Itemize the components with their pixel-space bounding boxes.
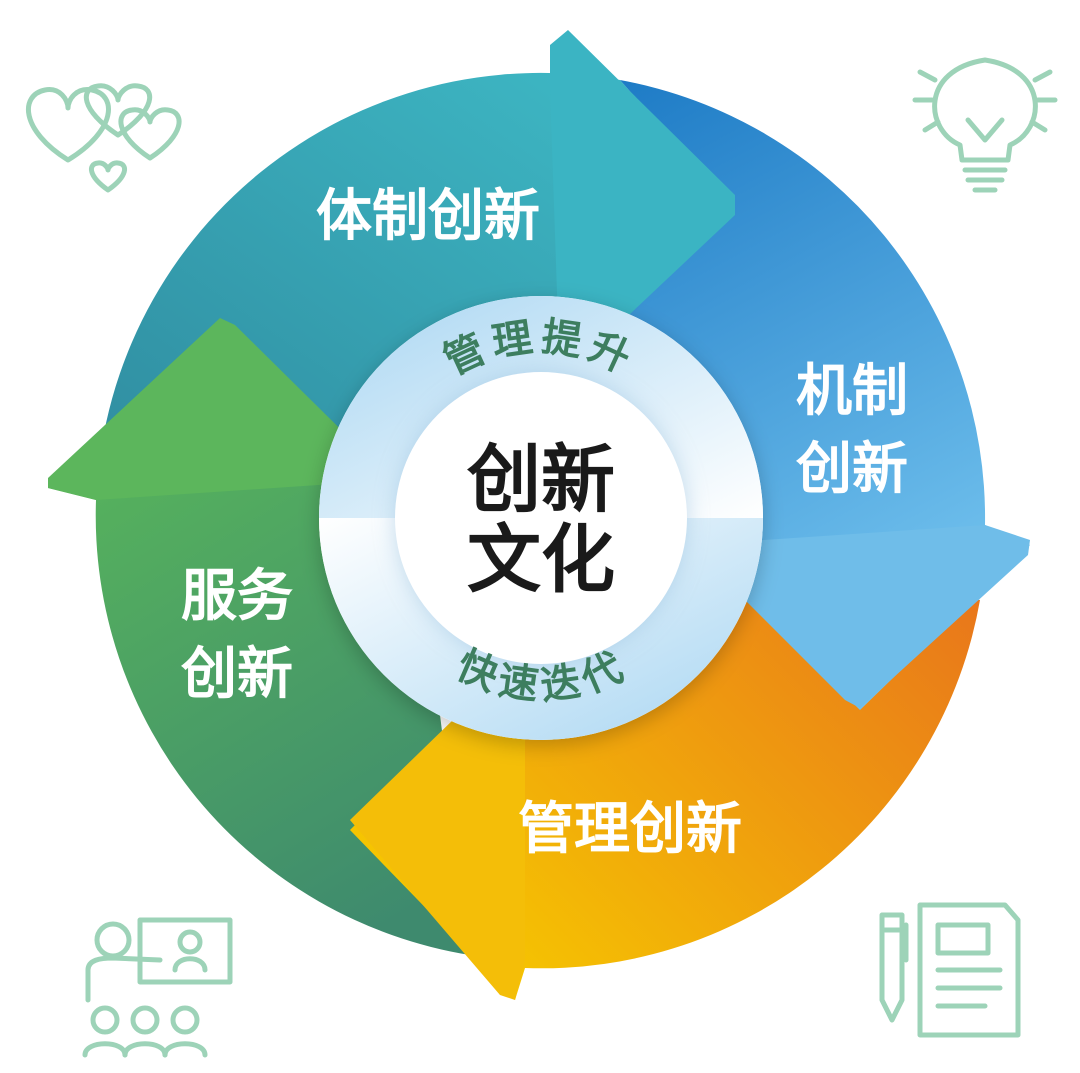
hearts-icon	[26, 83, 182, 193]
segment-management-label: 管理创新	[518, 797, 742, 862]
segment-system-label: 体制创新	[316, 184, 540, 249]
segment-service-line2: 创新	[181, 642, 293, 707]
document-pencil-icon	[879, 902, 1021, 1038]
presentation-icon	[82, 917, 233, 1058]
system-arrow-head	[550, 30, 735, 380]
mechanism-arrow-head	[690, 525, 1030, 708]
lightbulb-icon	[912, 57, 1058, 193]
segment-mechanism-line1: 机制	[796, 359, 908, 424]
segment-service-line1: 服务	[181, 564, 293, 629]
service-arrow-head	[48, 318, 392, 500]
management-arrow-head	[350, 650, 525, 1000]
center-circle	[395, 372, 687, 664]
segment-mechanism-line2: 创新	[796, 437, 908, 502]
center-line2: 文化	[467, 517, 615, 603]
center-line1: 创新	[466, 437, 615, 523]
